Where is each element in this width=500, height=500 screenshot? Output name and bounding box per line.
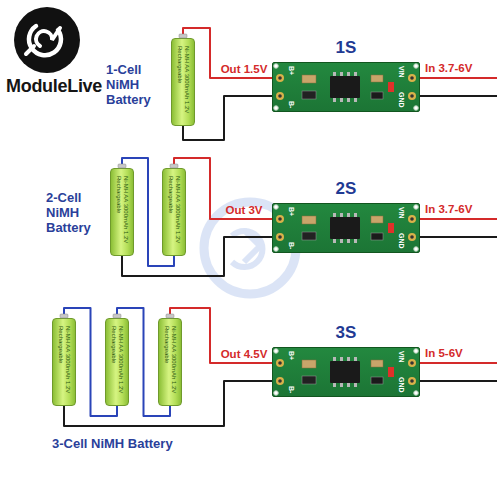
input-voltage-label: In 3.7-6V [425, 62, 472, 74]
pin-label: GND [397, 233, 405, 249]
pin-label: VIN [397, 207, 405, 219]
logo-disc [14, 7, 80, 73]
nimh-battery: Ni-MH AA 3000mAh 1.2VRechargeable [158, 318, 182, 406]
battery-rating: Ni-MH AA 3000mAh 1.2V [122, 176, 129, 252]
battery-print: Ni-MH AA 3000mAh 1.2VRechargeable [53, 326, 75, 402]
brand-name: ModuleLive [6, 76, 102, 97]
cell-count-label: 3-Cell NiMH Battery [52, 436, 173, 451]
charger-board: 1SB+B-VINGND [272, 62, 420, 112]
battery-print: Ni-MH AA 3000mAh 1.2VRechargeable [111, 176, 133, 252]
battery-rating: Ni-MH AA 3000mAh 1.2V [117, 326, 124, 402]
battery-rating: Ni-MH AA 3000mAh 1.2V [64, 326, 71, 402]
board-title: 3S [273, 323, 419, 343]
pin-label: B+ [287, 351, 295, 360]
input-positive-wire [420, 218, 497, 220]
cell-count-label: 1-Cell NiMH Battery [106, 62, 166, 107]
logo-swirl [26, 46, 34, 54]
output-voltage-label: Out 4.5V [221, 348, 268, 361]
input-voltage-label: In 3.7-6V [425, 203, 472, 215]
battery-rating: Rechargeable [115, 176, 122, 252]
watermark-swirl [244, 230, 260, 262]
positive-wire [183, 28, 272, 78]
nimh-battery: Ni-MH AA 3000mAh 1.2VRechargeable [171, 38, 195, 126]
pin-label: B+ [287, 66, 295, 75]
brand-logo [14, 7, 80, 73]
input-negative-wire [420, 236, 497, 238]
input-positive-wire [420, 77, 497, 79]
pin-label: B+ [287, 207, 295, 216]
battery-rating: Rechargeable [110, 326, 117, 402]
logo-swirl [36, 28, 60, 46]
battery-print: Ni-MH AA 3000mAh 1.2VRechargeable [106, 326, 128, 402]
battery-rating: Rechargeable [176, 46, 183, 122]
battery-rating: Ni-MH AA 3000mAh 1.2V [170, 326, 177, 402]
input-negative-wire [420, 95, 497, 97]
output-voltage-label: Out 3V [225, 204, 262, 217]
pin-label: B- [287, 386, 295, 393]
output-voltage-label: Out 1.5V [221, 63, 268, 76]
nimh-battery: Ni-MH AA 3000mAh 1.2VRechargeable [105, 318, 129, 406]
battery-rating: Rechargeable [167, 176, 174, 252]
input-negative-wire [420, 380, 497, 382]
cell-count-label: 2-Cell NiMH Battery [46, 190, 106, 235]
negative-wire [122, 237, 272, 276]
pin-label: VIN [397, 66, 405, 78]
input-voltage-label: In 5-6V [425, 347, 463, 359]
pin-label: VIN [397, 351, 405, 363]
nimh-battery: Ni-MH AA 3000mAh 1.2VRechargeable [162, 168, 186, 256]
nimh-battery: Ni-MH AA 3000mAh 1.2VRechargeable [110, 168, 134, 256]
positive-wire [170, 308, 272, 363]
charger-board: 3SB+B-VINGND [272, 347, 420, 397]
nimh-battery: Ni-MH AA 3000mAh 1.2VRechargeable [52, 318, 76, 406]
logo-swirl [29, 26, 61, 55]
board-title: 1S [273, 38, 419, 58]
board-title: 2S [273, 179, 419, 199]
battery-print: Ni-MH AA 3000mAh 1.2VRechargeable [163, 176, 185, 252]
positive-wire [174, 158, 272, 219]
battery-rating: Rechargeable [163, 326, 170, 402]
battery-print: Ni-MH AA 3000mAh 1.2VRechargeable [172, 46, 194, 122]
battery-rating: Ni-MH AA 3000mAh 1.2V [174, 176, 181, 252]
pin-label: GND [397, 377, 405, 393]
pin-label: B- [287, 101, 295, 108]
pin-label: B- [287, 242, 295, 249]
battery-print: Ni-MH AA 3000mAh 1.2VRechargeable [159, 326, 181, 402]
input-positive-wire [420, 362, 497, 364]
negative-wire [183, 96, 272, 140]
battery-rating: Rechargeable [57, 326, 64, 402]
charger-board: 2SB+B-VINGND [272, 203, 420, 253]
input-wires [420, 78, 497, 381]
pin-label: GND [397, 92, 405, 108]
battery-rating: Ni-MH AA 3000mAh 1.2V [183, 46, 190, 122]
